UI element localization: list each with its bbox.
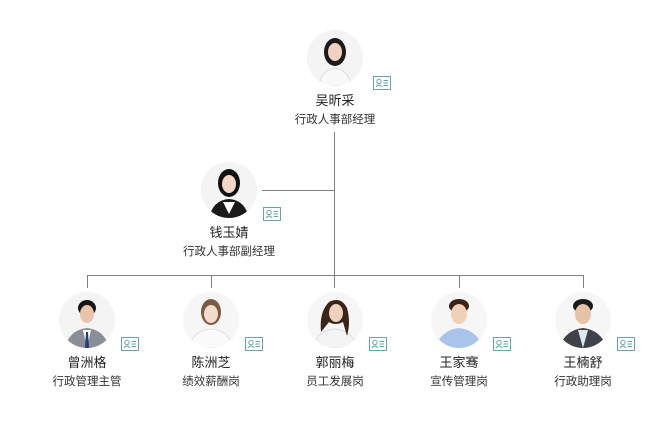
person-name: 郭丽梅 (315, 356, 355, 371)
avatar (183, 292, 239, 348)
contact-card-icon[interactable] (369, 337, 387, 351)
connector-drop-2 (211, 275, 212, 288)
person-title: 行政管理主管 (52, 374, 122, 388)
connector-root-trunk (334, 132, 335, 275)
contact-card-icon[interactable] (121, 337, 139, 351)
person-title: 员工发展岗 (306, 374, 364, 388)
contact-card-icon[interactable] (263, 207, 281, 221)
contact-card-icon[interactable] (245, 337, 263, 351)
person-name: 曾洲格 (67, 356, 107, 371)
connector-drop-3 (334, 275, 335, 288)
contact-card-icon[interactable] (617, 337, 635, 351)
connector-drop-1 (87, 275, 88, 288)
person-title: 绩效薪酬岗 (182, 374, 240, 388)
connector-assistant-branch (262, 190, 335, 191)
person-title: 宣传管理岗 (430, 374, 488, 388)
connector-drop-5 (583, 275, 584, 288)
person-name: 陈洲芝 (191, 356, 231, 371)
connector-drop-4 (459, 275, 460, 288)
avatar (59, 292, 115, 348)
avatar (307, 30, 363, 86)
connector-staff-bar (87, 275, 584, 276)
person-name: 王楠舒 (563, 356, 603, 371)
avatar (555, 292, 611, 348)
person-name: 钱玉婧 (209, 226, 249, 241)
avatar (431, 292, 487, 348)
contact-card-icon[interactable] (373, 76, 391, 90)
person-name: 吴昕采 (315, 94, 355, 109)
person-title: 行政人事部副经理 (183, 244, 275, 258)
avatar (201, 162, 257, 218)
person-name: 王家骞 (439, 356, 479, 371)
person-title: 行政人事部经理 (294, 112, 376, 126)
contact-card-icon[interactable] (493, 337, 511, 351)
avatar (307, 292, 363, 348)
person-title: 行政助理岗 (554, 374, 612, 388)
